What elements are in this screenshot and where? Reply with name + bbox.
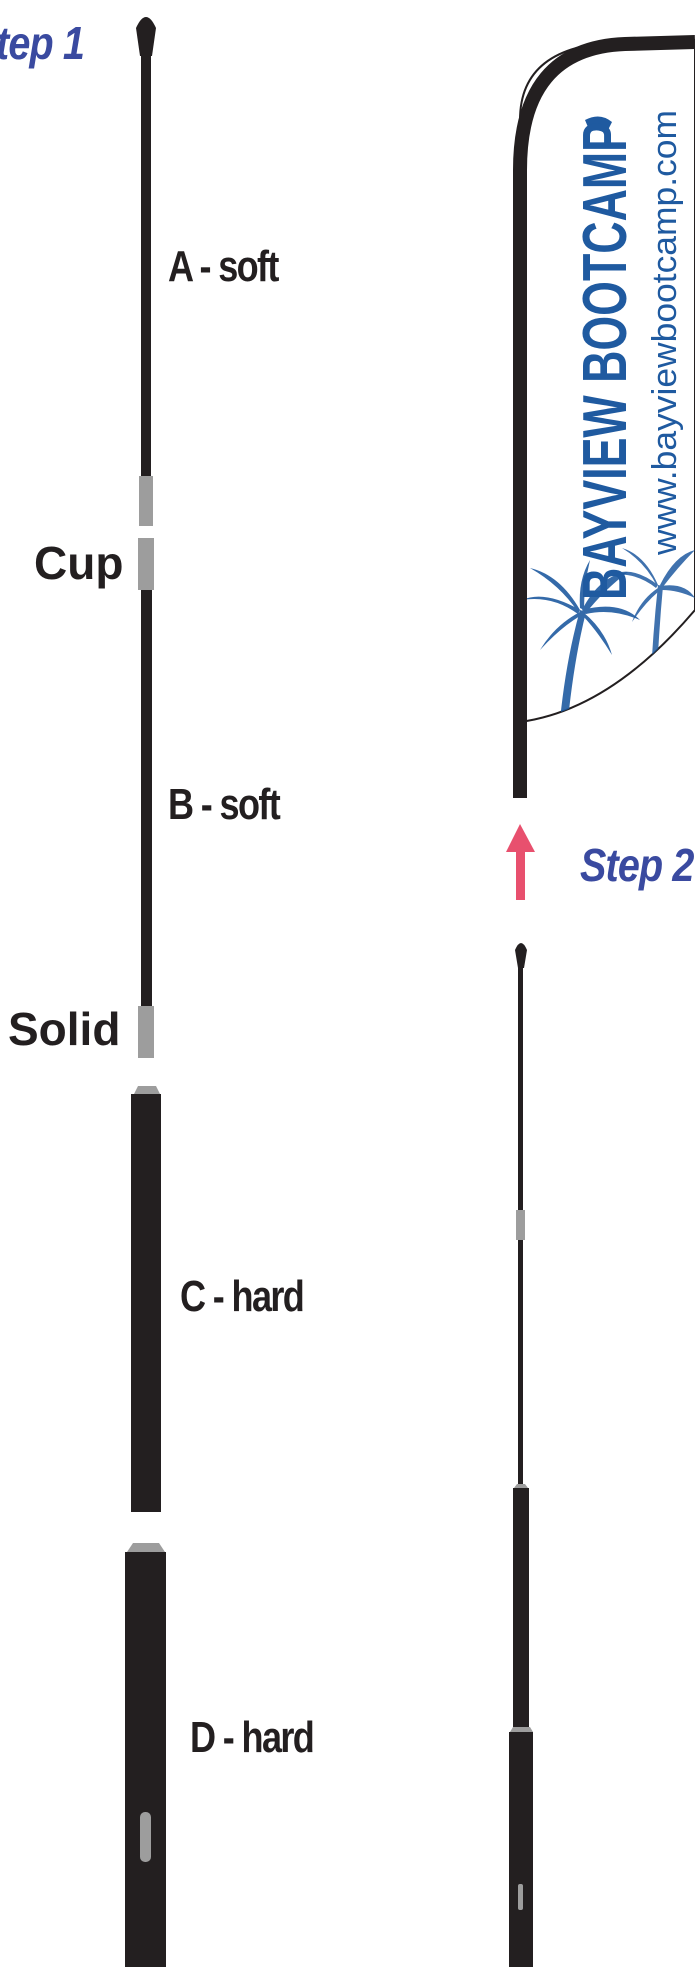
segment-d-slot: [140, 1812, 151, 1862]
segment-d-label: D - hard: [190, 1713, 315, 1762]
pole2-bottom-cap: [510, 1727, 533, 1732]
segment-d: [125, 1552, 166, 1967]
segment-b-label: B - soft: [168, 780, 281, 829]
segment-c-label: C - hard: [180, 1272, 305, 1321]
pole2-mid-section: [513, 1488, 529, 1728]
insert-arrow-icon: [506, 824, 535, 900]
step2-pole: [506, 35, 695, 1967]
step1-pole: [125, 17, 166, 1967]
pole2-mid-cap: [514, 1484, 528, 1488]
segment-a-label: A - soft: [168, 242, 279, 291]
figure-icon: [585, 116, 612, 134]
ferrule-a: [139, 476, 153, 526]
cup-label: Cup: [34, 537, 124, 589]
segment-c-cap: [134, 1086, 160, 1094]
step2-title: Step 2: [580, 839, 694, 891]
pole2-slot: [518, 1884, 523, 1910]
solid-label: Solid: [8, 1003, 121, 1055]
segment-c: [131, 1094, 161, 1512]
flag-url-text: www.bayviewbootcamp.com: [646, 110, 684, 556]
step1-title: tep 1: [0, 17, 85, 69]
solid-connector: [138, 1006, 154, 1058]
pole2-top-knob: [515, 943, 527, 968]
segment-d-cap: [127, 1543, 165, 1552]
pole2-ferrule: [516, 1210, 525, 1240]
flag-banner: BAYVIEW BOOTCAMP www.bayviewbootcamp.com: [519, 38, 695, 724]
pole-top-knob: [136, 17, 156, 56]
pole2-bottom-section: [509, 1732, 533, 1967]
flag-brand-text: BAYVIEW BOOTCAMP: [571, 122, 640, 600]
flag-pole-top: [513, 35, 695, 798]
cup-connector: [138, 538, 154, 590]
segment-b: [141, 590, 152, 1006]
segment-a: [141, 52, 151, 478]
